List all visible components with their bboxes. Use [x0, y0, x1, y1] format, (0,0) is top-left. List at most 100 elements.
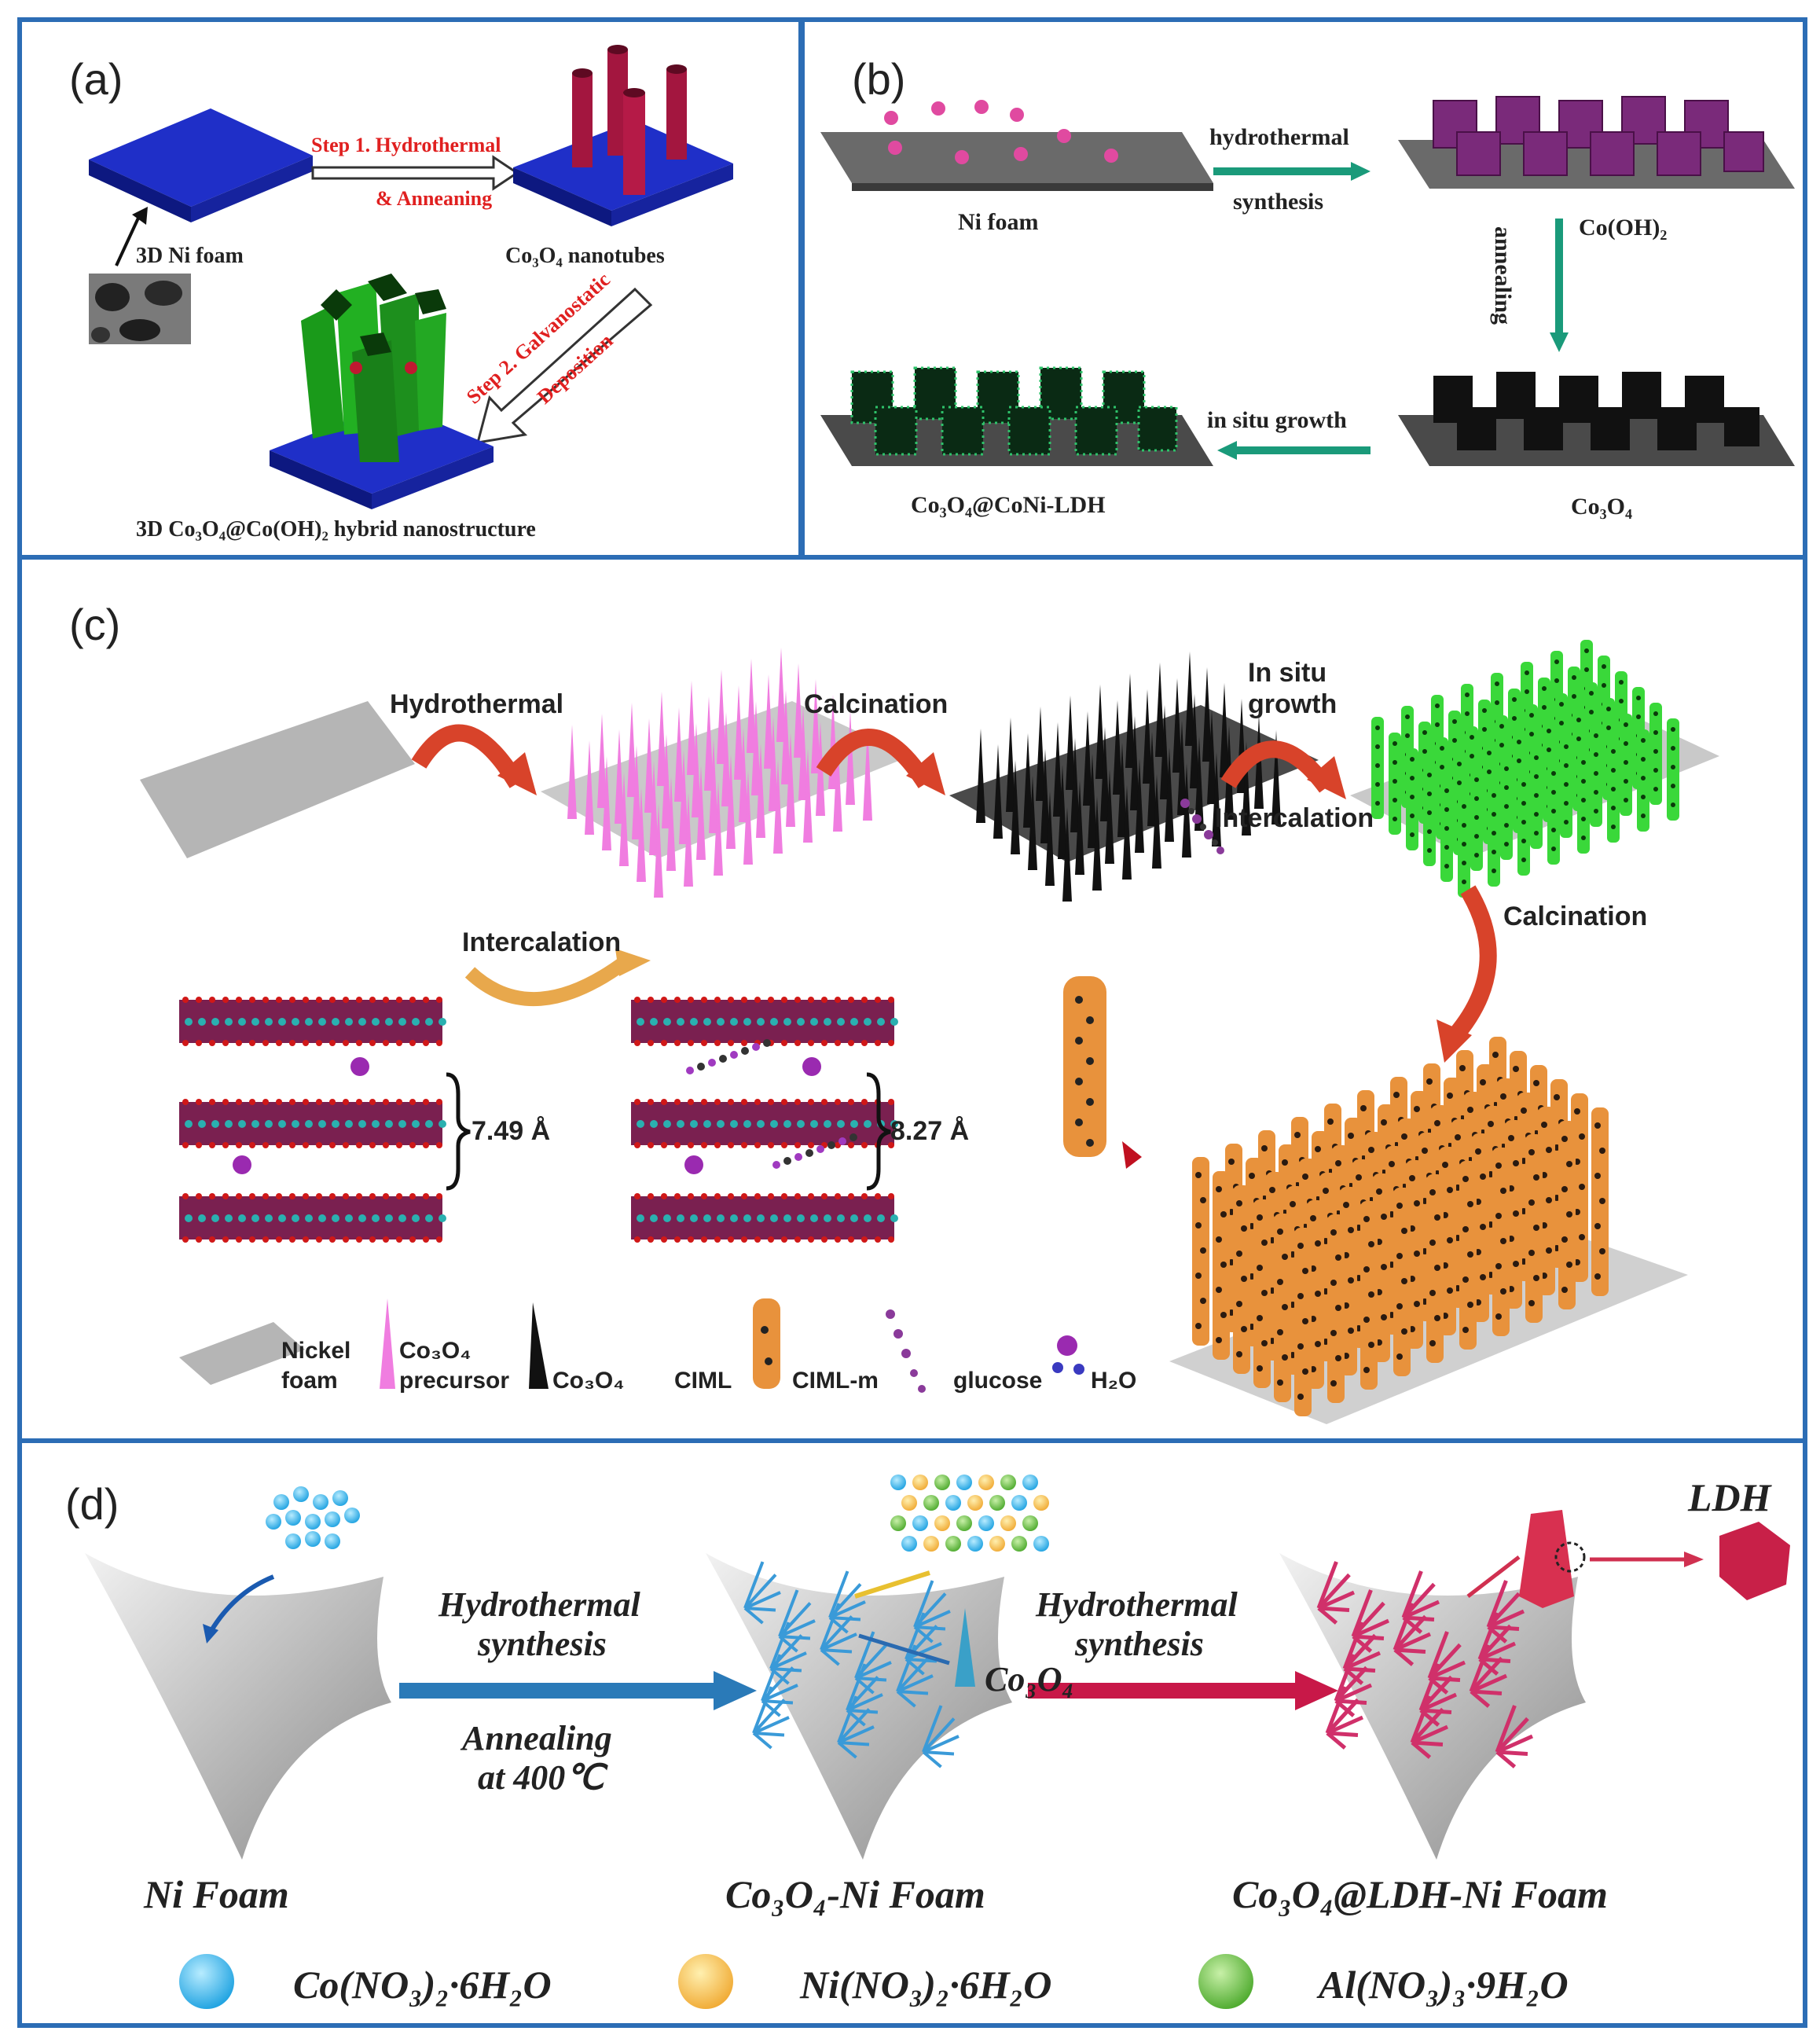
ni-foam-label: Ni foam — [958, 209, 1039, 235]
spike — [1202, 667, 1212, 762]
spike — [692, 723, 701, 817]
mixed-ion — [989, 1536, 1005, 1552]
orange-column-array — [1192, 1037, 1609, 1416]
mixed-ion — [967, 1536, 983, 1552]
co-ion — [293, 1486, 309, 1502]
legend-glucose-swatch — [886, 1309, 926, 1393]
flake — [1470, 1673, 1508, 1694]
spike — [654, 803, 663, 898]
sem-inset — [89, 274, 191, 344]
mixed-ion — [923, 1495, 939, 1511]
spike — [1147, 732, 1157, 826]
calcination-label-1: Calcination — [804, 689, 949, 719]
ldh-column — [1519, 1510, 1574, 1608]
spike — [803, 748, 813, 843]
flake — [1411, 1707, 1444, 1744]
spike — [1220, 683, 1229, 777]
flake — [904, 1625, 938, 1661]
spike — [1185, 652, 1194, 746]
spike — [773, 759, 783, 854]
flake — [1317, 1590, 1356, 1610]
flake — [778, 1602, 812, 1638]
spike — [721, 712, 731, 806]
spike — [1006, 718, 1015, 812]
spike — [684, 792, 693, 887]
mixed-ion — [901, 1495, 917, 1511]
flake — [905, 1642, 942, 1661]
flake — [744, 1591, 781, 1610]
flake — [923, 1750, 955, 1756]
flake — [770, 1651, 807, 1670]
mixed-ion — [956, 1475, 972, 1490]
in-situ-label-a: In situ — [1248, 658, 1327, 688]
co3o4-ni-foam-label: Co₃O₄-Ni Foam — [725, 1872, 985, 1916]
ldh-hexagon — [1719, 1522, 1790, 1600]
panel-a: (a) — [17, 17, 803, 560]
calcination-label-2: Calcination — [1503, 902, 1648, 931]
flake — [1317, 1607, 1338, 1625]
spike — [709, 739, 718, 833]
spike — [976, 729, 985, 823]
flake — [1352, 1634, 1385, 1640]
step1-arrow — [311, 155, 519, 191]
intercalation-label-mid: Intercalation — [462, 927, 622, 957]
spike — [776, 648, 786, 742]
mixed-ion — [967, 1495, 983, 1511]
flake — [779, 1635, 811, 1640]
spike — [567, 725, 577, 819]
layered-structure-left — [179, 997, 446, 1243]
legend-co-label: Co(NO₃)₂·6H₂O — [293, 1963, 552, 2007]
spike — [717, 670, 726, 764]
spike — [615, 729, 624, 824]
flake — [1352, 1601, 1385, 1638]
legend-nickel-foam-swatch — [179, 1322, 305, 1385]
spike — [1122, 785, 1132, 880]
spike — [781, 690, 791, 784]
spike — [1105, 769, 1114, 864]
flake — [837, 1741, 857, 1759]
legend-co3o4: Co₃O₄ — [552, 1368, 625, 1394]
mixed-ion — [978, 1515, 994, 1531]
flake — [1478, 1624, 1512, 1661]
panel-c-label: (c) — [69, 600, 121, 649]
flake — [1334, 1699, 1356, 1717]
spike — [627, 703, 637, 797]
ciml-single-column — [1063, 976, 1106, 1157]
product-label: Co₃O₄@CoNi-LDH — [911, 492, 1106, 518]
co-ion — [332, 1490, 348, 1506]
flake — [820, 1615, 853, 1651]
spike — [657, 692, 666, 786]
spike — [1155, 663, 1165, 757]
co3o4-flake-array — [743, 1561, 960, 1768]
coOH2-label: Co(OH)₂ — [1579, 215, 1668, 241]
spike — [1125, 674, 1135, 768]
flake — [914, 1610, 951, 1629]
spike — [786, 733, 795, 827]
mixed-ion — [1011, 1495, 1027, 1511]
legend-ciml-m: CIML-m — [792, 1368, 879, 1394]
flake — [914, 1625, 946, 1631]
legend — [179, 1298, 1084, 1393]
mixed-ion — [1033, 1495, 1049, 1511]
flake — [753, 1716, 790, 1735]
spike — [1182, 763, 1191, 858]
spike — [747, 659, 756, 753]
co3o4-cone — [955, 1608, 975, 1687]
step1-label: Step 1. Hydrothermal — [311, 134, 501, 156]
mixed-ion — [945, 1495, 961, 1511]
panel-d-label: (d) — [65, 1479, 119, 1529]
flake — [828, 1583, 862, 1619]
flake — [1419, 1709, 1440, 1727]
flake — [1478, 1641, 1517, 1662]
spike — [1165, 747, 1174, 842]
flake — [1343, 1667, 1364, 1685]
legend-co3o4-swatch — [529, 1302, 549, 1389]
ni-foam-label: 3D Ni foam — [136, 244, 244, 268]
spike — [739, 728, 748, 822]
flake — [820, 1632, 857, 1651]
flake — [1393, 1614, 1427, 1651]
flake — [1326, 1731, 1359, 1737]
flake — [1402, 1616, 1423, 1634]
legend-glucose: glucose — [953, 1368, 1043, 1394]
nanotube-plate — [513, 45, 733, 226]
